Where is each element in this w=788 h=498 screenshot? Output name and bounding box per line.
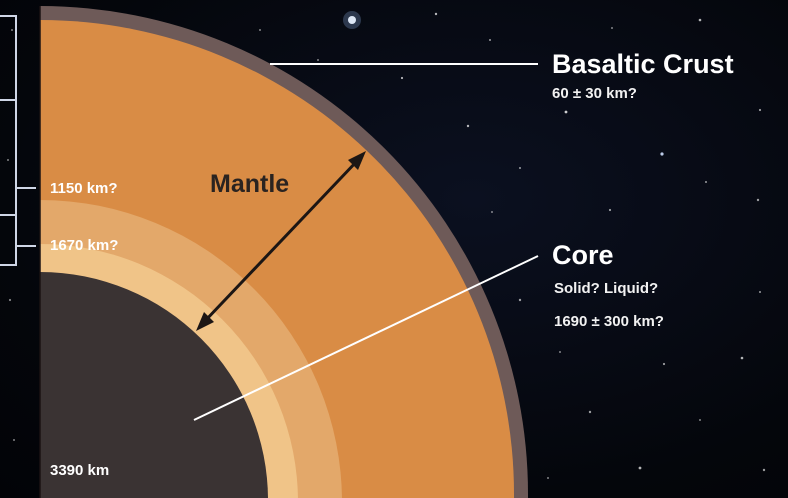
core-title: Core: [552, 240, 614, 270]
depth-1150-label: 1150 km?: [50, 180, 118, 197]
core-radius: 1690 ± 300 km?: [554, 313, 664, 330]
core-state: Solid? Liquid?: [554, 280, 659, 297]
depth-bracket: [0, 15, 36, 266]
starfield: [7, 11, 766, 479]
radius-3390-label: 3390 km: [50, 462, 110, 479]
core-layer: [40, 272, 268, 498]
mantle-thickness-arrow: [196, 151, 366, 331]
crust-thickness: 60 ± 30 km?: [552, 85, 637, 102]
core-leader-line: [193, 255, 539, 421]
mantle-title: Mantle: [210, 170, 290, 198]
depth-1670-label: 1670 km?: [50, 237, 119, 254]
crust-title: Basaltic Crust: [552, 49, 734, 79]
